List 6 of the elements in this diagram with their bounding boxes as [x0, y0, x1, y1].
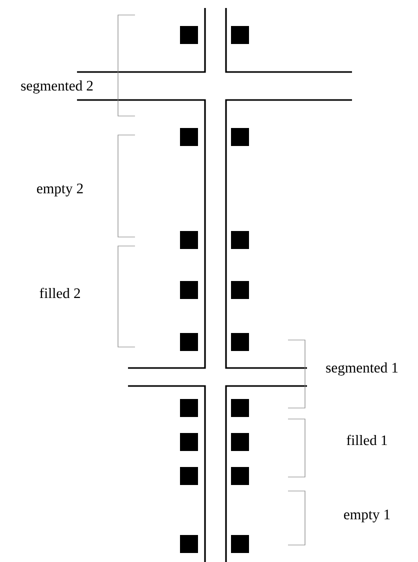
- segment-label: segmented 2: [21, 80, 93, 94]
- segment-label: filled 1: [346, 434, 387, 446]
- segment-label: empty 2: [37, 184, 83, 196]
- segment-label: segmented 1: [326, 362, 398, 376]
- segment-label: filled 2: [40, 288, 80, 298]
- segment-label: empty 1: [344, 510, 390, 522]
